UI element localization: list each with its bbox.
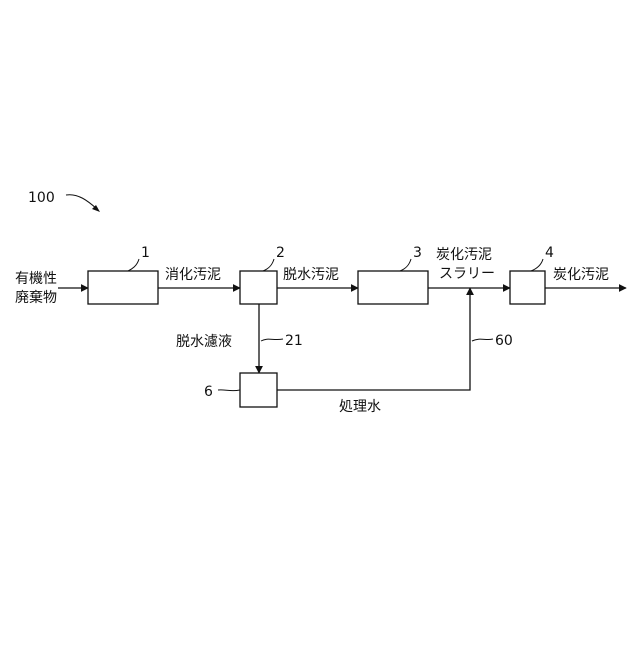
- stream-label-after-3-line2: スラリー: [439, 266, 495, 282]
- unit-2-leader: [263, 259, 274, 271]
- unit-6-leader: [218, 390, 240, 391]
- line-21-number: 21: [285, 333, 303, 349]
- line-60-leader: [472, 339, 493, 341]
- unit-3-number: 3: [413, 245, 422, 261]
- treated-water-label: 処理水: [339, 399, 381, 415]
- unit-6-number: 6: [204, 384, 213, 400]
- line-21-leader: [261, 339, 283, 341]
- stream-label-after-1: 消化汚泥: [165, 267, 221, 283]
- output-label: 炭化汚泥: [553, 267, 609, 283]
- unit-4-leader: [531, 259, 543, 271]
- unit-4-number: 4: [545, 245, 554, 261]
- unit-6-box: [240, 373, 277, 407]
- unit-1-box: [88, 271, 158, 304]
- figure-ref-arrow: [66, 195, 97, 209]
- input-label-line1: 有機性: [15, 271, 57, 287]
- unit-3-leader: [400, 259, 411, 271]
- stream-label-after-3-line1: 炭化汚泥: [436, 247, 492, 263]
- figure-ref-number: 100: [28, 190, 55, 206]
- unit-3-box: [358, 271, 428, 304]
- unit-2-box: [240, 271, 277, 304]
- unit-1-leader: [128, 259, 139, 271]
- input-label-line2: 廃棄物: [15, 289, 57, 306]
- filtrate-label: 脱水濾液: [176, 334, 232, 350]
- stream-label-after-2: 脱水汚泥: [283, 267, 339, 283]
- unit-1-number: 1: [141, 245, 150, 261]
- unit-2-number: 2: [276, 245, 285, 261]
- unit-4-box: [510, 271, 545, 304]
- line-60-number: 60: [495, 333, 513, 349]
